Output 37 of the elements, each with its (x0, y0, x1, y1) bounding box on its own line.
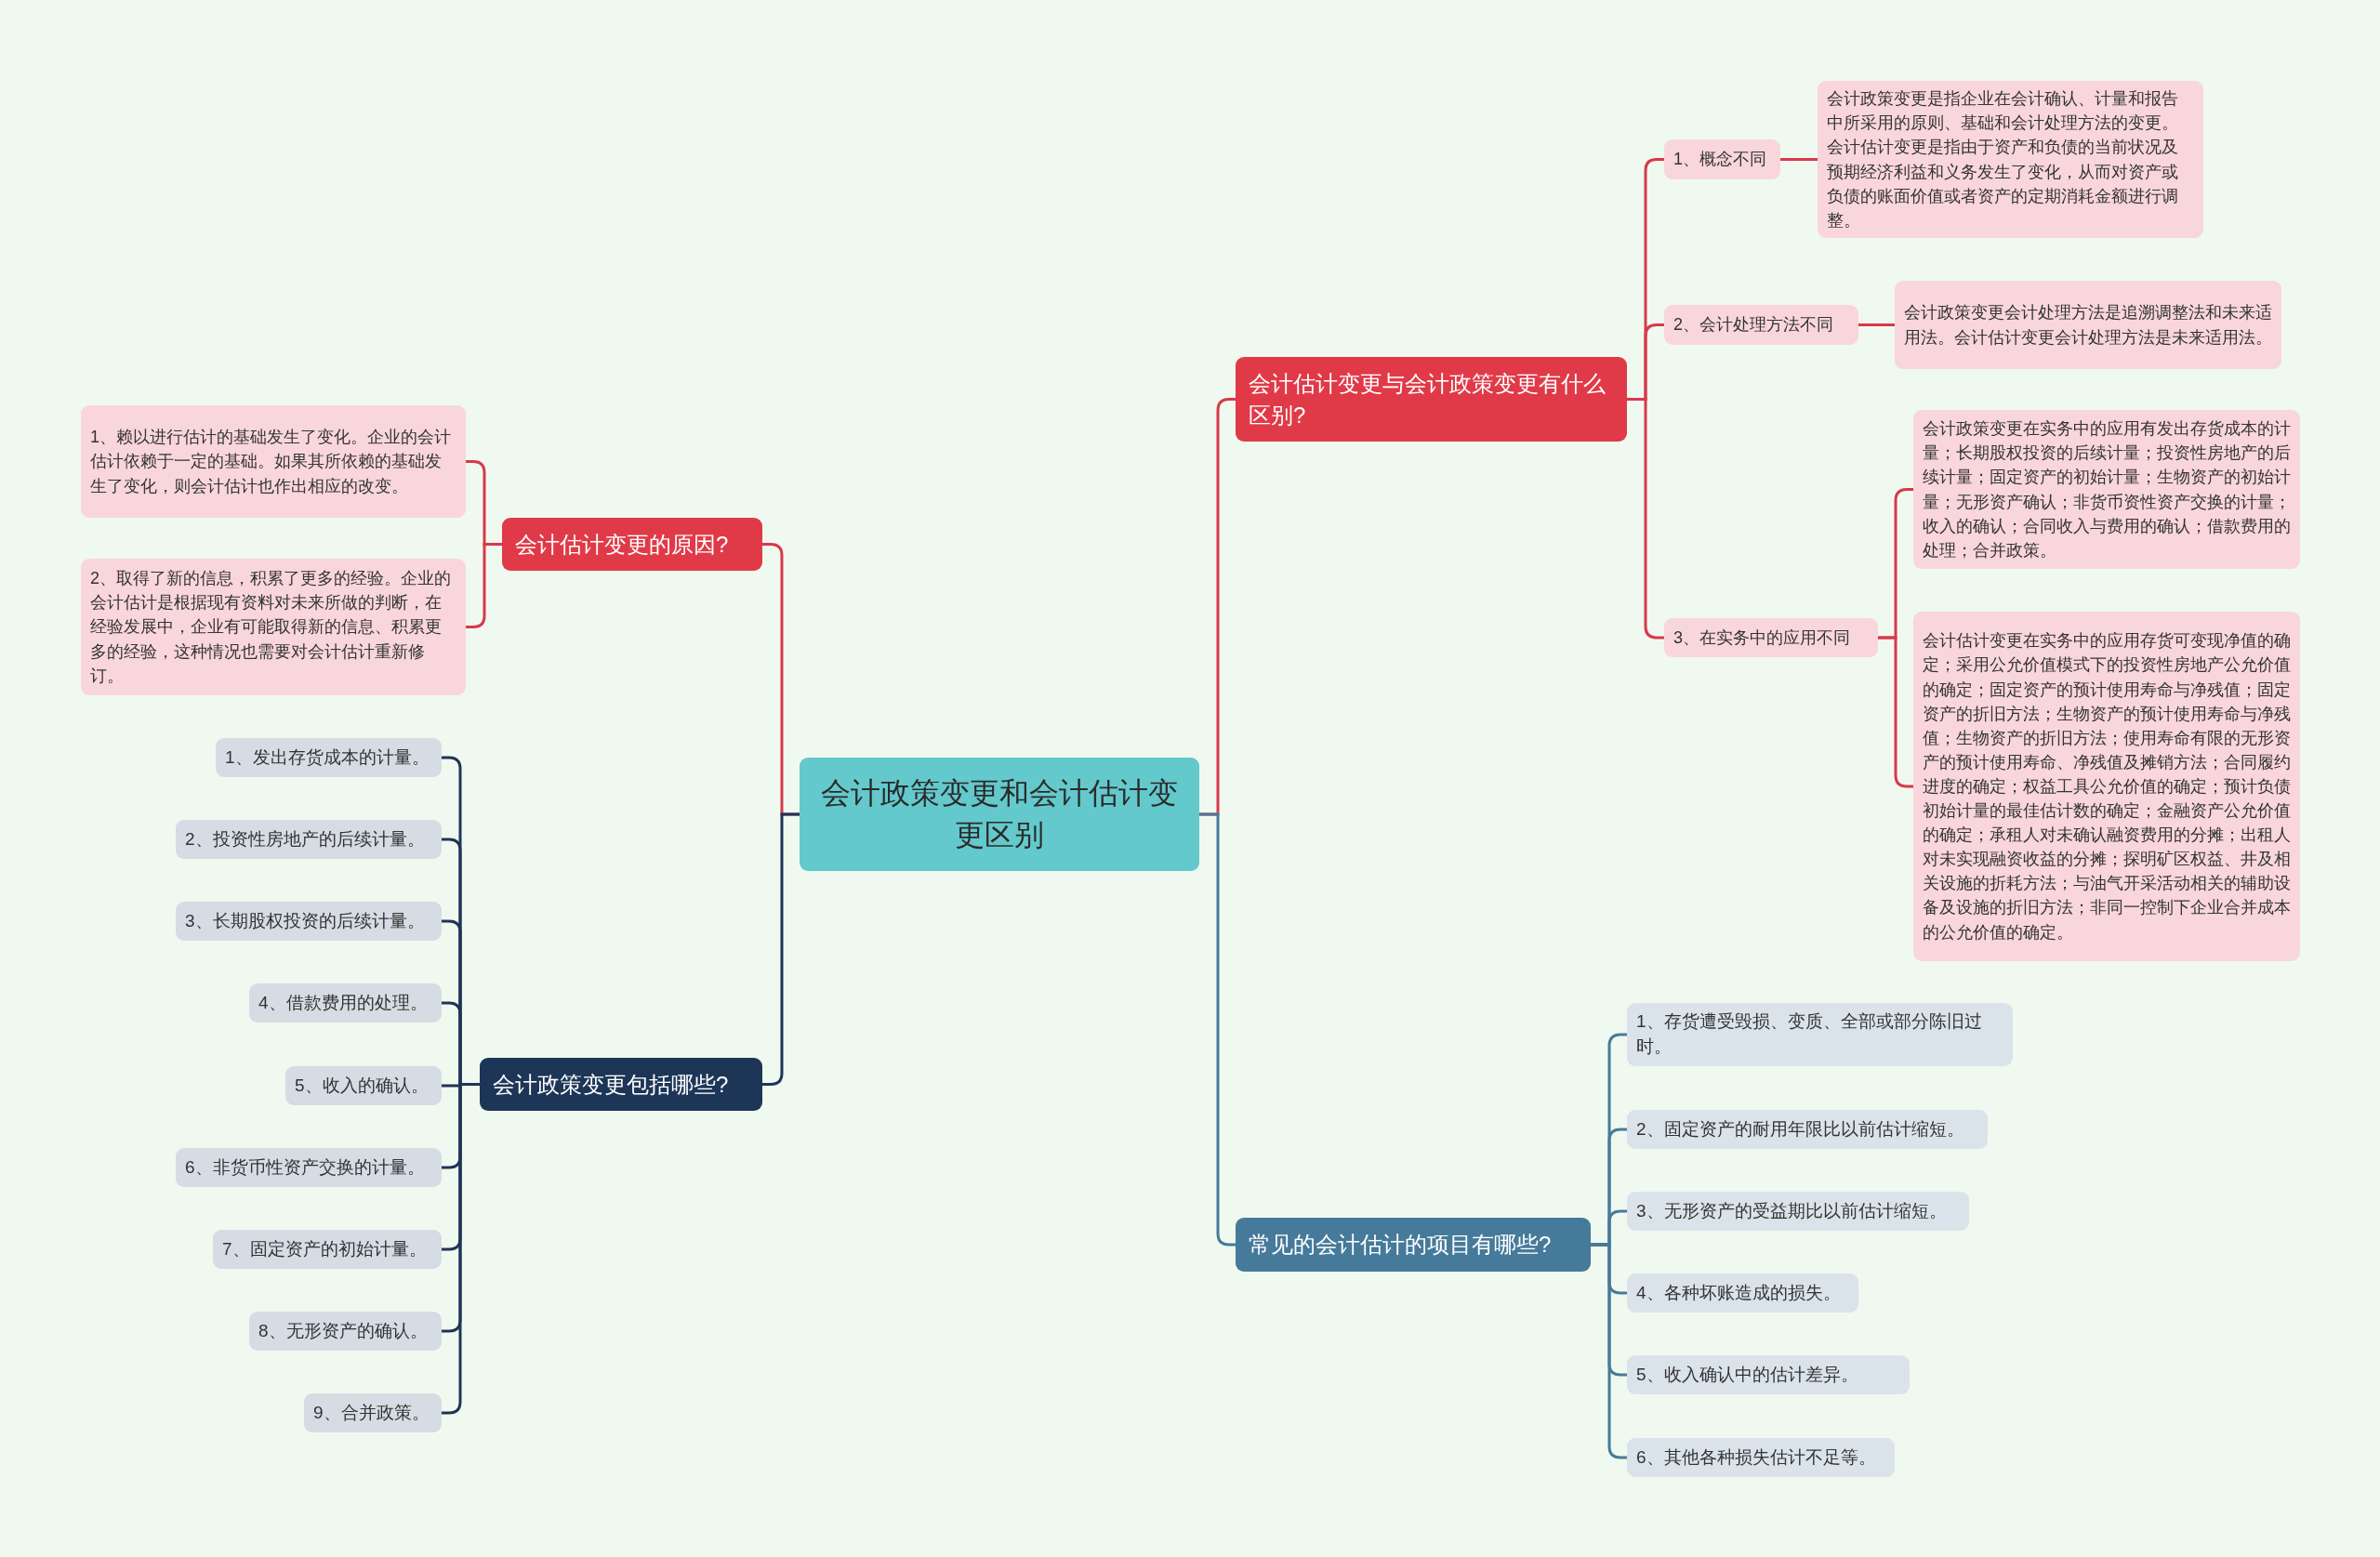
connector-line (1780, 158, 1818, 161)
note-box: 1、概念不同 (1664, 139, 1780, 179)
item-box: 3、无形资产的受益期比以前估计缩短。 (1627, 1192, 1969, 1231)
connector-line (762, 812, 800, 1086)
note-box: 3、在实务中的应用不同 (1664, 618, 1878, 657)
note-box: 会计估计变更在实务中的应用存货可变现净值的确定；采用公允价值模式下的投资性房地产公允价值的确定；固定资产的预计使用寿命与净残值；固定资产的折旧方法；生物资产的预计使用寿命与净残值；生物资产的折旧方法；使用寿命有限的无形资产的预计使用寿命、净残值及摊销方法；合同履约进度的确定；权益工具公允价值的确定；预计负债初始计量的最佳估计数的确定；金融资产公允价值的确定；承租人对未确认融资费用的分摊；出租人对未实现融资收益的分摊；探明矿区权益、井及相关设施的折耗方法；与油气开采活动相关的辅助设备及设施的折旧方法；非同一控制下企业合并成本的公允价值的确定。 (1913, 612, 2300, 961)
item-box: 1、存货遭受毁损、变质、全部或部分陈旧过时。 (1627, 1003, 2013, 1066)
note-box: 会计政策变更在实务中的应用有发出存货成本的计量；长期股权投资的后续计量；投资性房地产的后续计量；固定资产的初始计量；生物资产的初始计量；无形资产确认；非货币资性资产交换的计量；收入的确认；合同收入与费用的确认；借款费用的处理；合并政策。 (1913, 410, 2300, 569)
item-box: 6、非货币性资产交换的计量。 (176, 1148, 442, 1187)
item-box: 2、投资性房地产的后续计量。 (176, 820, 442, 859)
central-topic-box: 会计政策变更和会计估计变更区别 (800, 758, 1199, 871)
item-box: 3、长期股权投资的后续计量。 (176, 902, 442, 941)
item-box: 6、其他各种损失估计不足等。 (1627, 1438, 1895, 1477)
connector-line (1858, 323, 1895, 326)
note-box: 会计政策变更是指企业在会计确认、计量和报告中所采用的原则、基础和会计处理方法的变更。会计估计变更是指由于资产和负债的当前状况及预期经济利益和义务发生了变化，从而对资产或负债的账面价值或者资产的定期消耗金额进行调整。 (1818, 81, 2203, 238)
note-box: 2、会计处理方法不同 (1664, 305, 1858, 345)
topic-box: 会计估计变更的原因? (502, 518, 762, 571)
item-box: 9、合并政策。 (304, 1393, 442, 1432)
note-box: 2、取得了新的信息，积累了更多的经验。企业的会计估计是根据现有资料对未来所做的判断，在经验发展中，企业有可能取得新的信息、积累更多的经验，这种情况也需要对会计估计重新修订。 (81, 559, 466, 695)
connector-line (1627, 398, 1664, 640)
note-box: 1、赖以进行估计的基础发生了变化。企业的会计估计依赖于一定的基础。如果其所依赖的基础发生了变化，则会计估计也作出相应的改变。 (81, 405, 466, 518)
item-box: 1、发出存货成本的计量。 (216, 738, 442, 777)
item-box: 7、固定资产的初始计量。 (213, 1230, 442, 1269)
item-box: 5、收入确认中的估计差异。 (1627, 1355, 1910, 1394)
item-box: 8、无形资产的确认。 (249, 1312, 442, 1351)
topic-box: 会计政策变更包括哪些? (480, 1058, 762, 1111)
item-box: 2、固定资产的耐用年限比以前估计缩短。 (1627, 1110, 1988, 1149)
connector-line (442, 1083, 480, 1415)
connector-line (1199, 812, 1236, 1247)
topic-box: 会计估计变更与会计政策变更有什么区别? (1236, 357, 1627, 442)
item-box: 4、各种坏账造成的损失。 (1627, 1273, 1858, 1313)
connector-line (1878, 636, 1913, 788)
note-box: 会计政策变更会计处理方法是追溯调整法和未来适用法。会计估计变更会计处理方法是未来适用法。 (1895, 281, 2281, 369)
connector-line (466, 543, 502, 628)
item-box: 5、收入的确认。 (285, 1066, 442, 1105)
topic-box: 常见的会计估计的项目有哪些? (1236, 1218, 1591, 1272)
item-box: 4、借款费用的处理。 (249, 983, 442, 1023)
